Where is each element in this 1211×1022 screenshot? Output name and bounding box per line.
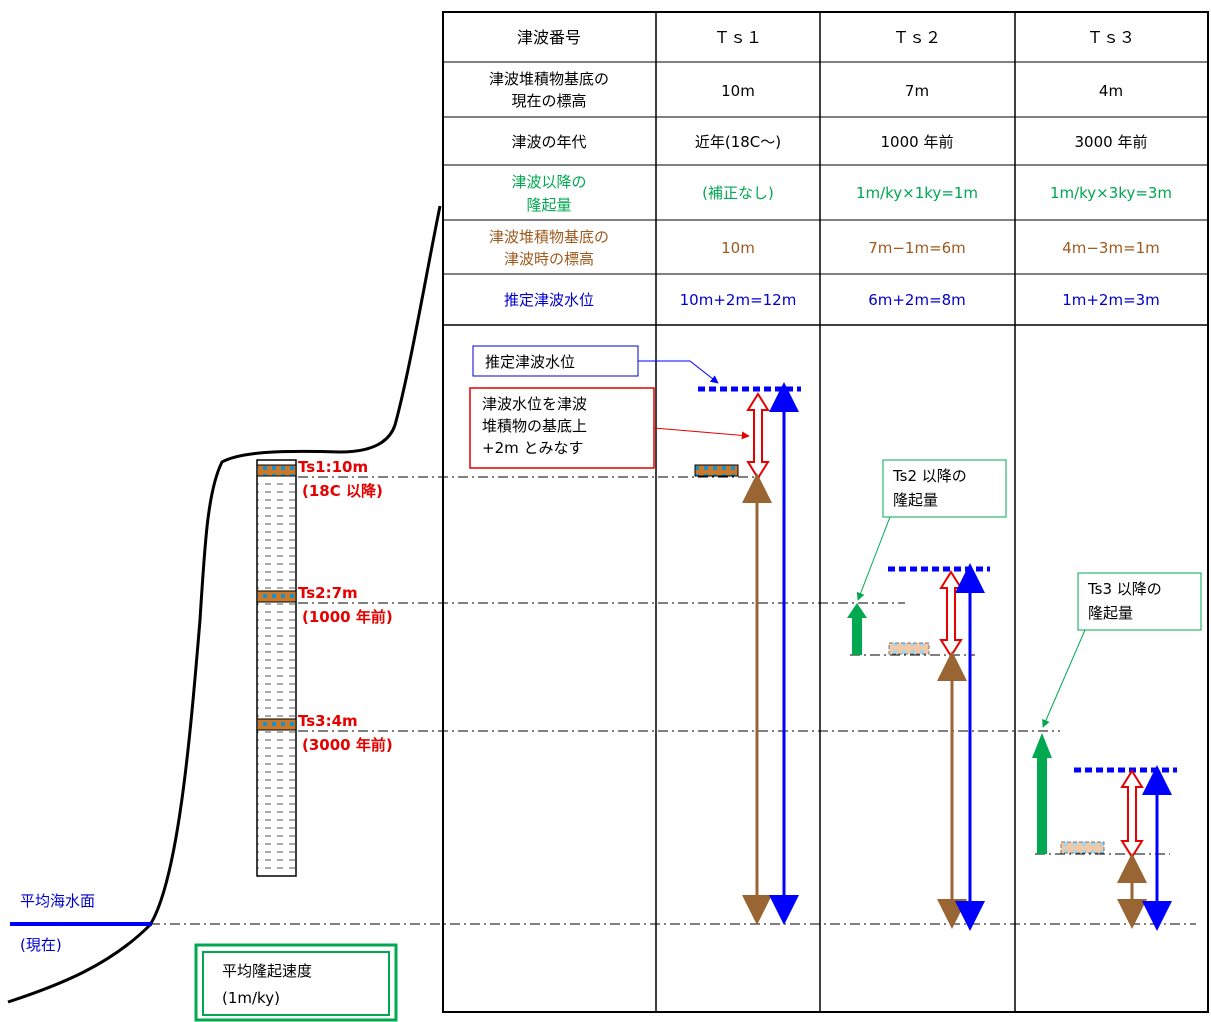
age-ts1: 近年(18C〜) (695, 133, 781, 151)
assumption-line-1: 津波水位を津波 (482, 395, 587, 413)
ts1-deposit (256, 464, 297, 477)
row-uplift-label-1: 津波以降の (511, 173, 586, 191)
ts2-layer-age: (1000 年前) (302, 608, 393, 626)
header-ts3: Ｔｓ３ (1087, 28, 1135, 47)
row-present-elev-label-2: 現在の標高 (511, 92, 586, 110)
ts2-uplift-line-2: 隆起量 (893, 491, 938, 509)
header-label: 津波番号 (517, 28, 581, 47)
assumption-callout: 津波水位を津波 堆積物の基底上 +2m とみなす (469, 387, 750, 469)
row-water-level-label: 推定津波水位 (504, 291, 594, 309)
ts3-deposit (256, 718, 297, 731)
sea-level-sub: (現在) (20, 936, 62, 954)
ts3-uplift-arrow (1032, 733, 1052, 854)
sediment-column (256, 459, 297, 877)
ts2-deposit (256, 590, 297, 603)
ts2-uplift-callout: Ts2 以降の 隆起量 (856, 459, 1007, 601)
present-elev-ts1: 10m (721, 82, 755, 100)
water-level-callout-text: 推定津波水位 (485, 353, 575, 371)
water-level-ts2: 6m+2m=8m (868, 291, 966, 309)
reference-lines (150, 476, 1196, 925)
row-age-label: 津波の年代 (511, 133, 586, 151)
ts3-deposit-block (1060, 841, 1105, 854)
sea-level-label: 平均海水面 (20, 892, 95, 910)
age-ts2: 1000 年前 (881, 133, 954, 151)
ts1-deposit-block (694, 464, 739, 477)
water-level-ts1: 10m+2m=12m (680, 291, 797, 309)
ts2-uplift-line-1: Ts2 以降の (892, 467, 967, 485)
water-level-ts3: 1m+2m=3m (1062, 291, 1160, 309)
uplift-rate-value: (1m/ky) (222, 989, 280, 1007)
uplift-rate-legend: 平均隆起速度 (1m/ky) (194, 943, 398, 1022)
header-ts1: Ｔｓ１ (714, 28, 762, 47)
terrain-profile (7, 205, 442, 1004)
ts1-layer-age: (18C 以降) (302, 482, 383, 500)
uplift-rate-title: 平均隆起速度 (222, 962, 312, 980)
row-uplift-label-2: 隆起量 (526, 196, 571, 214)
row-past-elev-label-2: 津波時の標高 (504, 250, 594, 268)
data-table: 津波番号 Ｔｓ１ Ｔｓ２ Ｔｓ３ 津波堆積物基底の 現在の標高 10m 7m 4… (442, 11, 1209, 1013)
ts3-layer-label: Ts3:4m (298, 712, 358, 730)
table-border (442, 11, 1209, 1013)
past-elev-ts2: 7m−1m=6m (868, 239, 966, 257)
uplift-ts3: 1m/ky×3ky=3m (1050, 184, 1172, 202)
ts2-uplift-arrow (847, 603, 867, 655)
past-elev-ts1: 10m (721, 239, 755, 257)
ts3-uplift-line-2: 隆起量 (1088, 604, 1133, 622)
assumption-line-2: 堆積物の基底上 (482, 417, 587, 435)
header-ts2: Ｔｓ２ (893, 28, 941, 47)
ts1-graphic (694, 382, 801, 925)
ts3-layer-age: (3000 年前) (302, 736, 393, 754)
ts2-graphic (847, 563, 990, 931)
uplift-ts1: (補正なし) (702, 184, 774, 202)
ts2-plus2m-arrow (939, 570, 963, 658)
ts3-uplift-callout: Ts3 以降の 隆起量 (1042, 572, 1202, 728)
uplift-ts2: 1m/ky×1ky=1m (856, 184, 978, 202)
ts1-layer-label: Ts1:10m (298, 458, 368, 476)
ts3-plus2m-arrow (1120, 769, 1144, 859)
row-past-elev-label-1: 津波堆積物基底の (489, 228, 609, 246)
ts1-plus2m-arrow (746, 392, 770, 480)
ts2-layer-label: Ts2:7m (298, 584, 358, 602)
ts3-uplift-line-1: Ts3 以降の (1087, 580, 1162, 598)
past-elev-ts3: 4m−3m=1m (1062, 239, 1160, 257)
ts3-graphic (1032, 733, 1177, 931)
ts2-deposit-block (888, 642, 930, 655)
present-elev-ts2: 7m (905, 82, 929, 100)
assumption-line-3: +2m とみなす (482, 439, 584, 457)
age-ts3: 3000 年前 (1075, 133, 1148, 151)
present-elev-ts3: 4m (1099, 82, 1123, 100)
row-present-elev-label-1: 津波堆積物基底の (489, 70, 609, 88)
water-level-callout: 推定津波水位 (472, 345, 719, 384)
